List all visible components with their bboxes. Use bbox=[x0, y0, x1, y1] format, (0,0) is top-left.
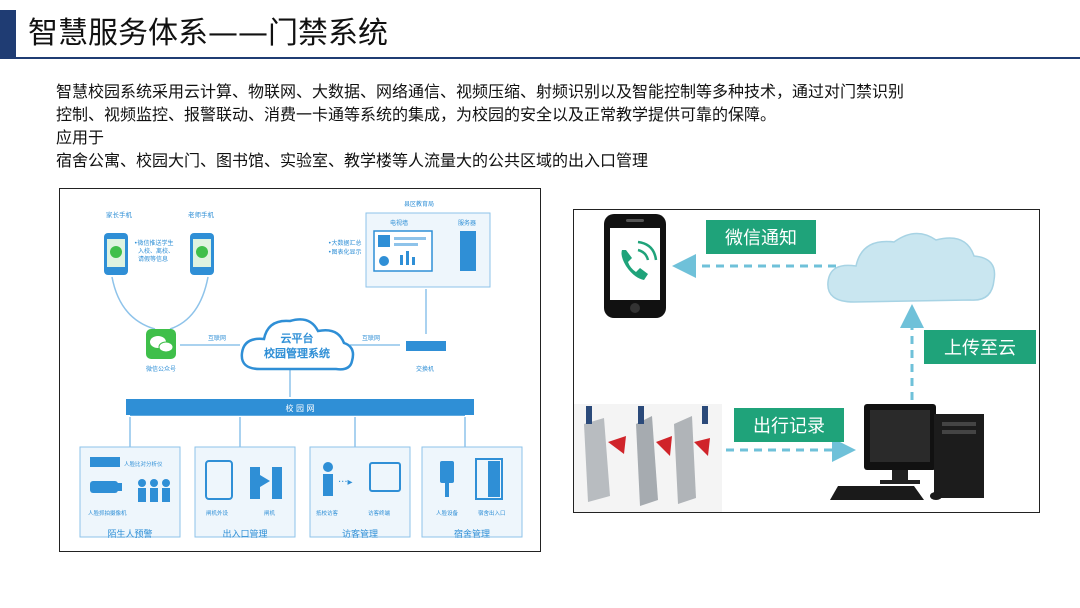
push-note: •微信推送学生 bbox=[134, 239, 174, 247]
smartphone-icon bbox=[604, 214, 666, 318]
push-note: 请假等信息 bbox=[138, 255, 168, 263]
tv-wall-icon bbox=[373, 230, 433, 272]
campus-network-bar bbox=[126, 399, 474, 415]
wechat-notify-tag bbox=[706, 220, 816, 254]
teacher-phone-label: 老师手机 bbox=[188, 210, 215, 219]
wechat-notify-label: 微信通知 bbox=[725, 228, 797, 249]
architecture-diagram: 家长手机 老师手机 •微信推送学生 入校、离校、 请假等信息 县区教育局 电视墙… bbox=[59, 188, 541, 552]
upload-cloud-tag bbox=[924, 330, 1036, 364]
intro-line: 控制、视频监控、报警联动、消费一卡通等系统的集成，为校园的安全以及正常教学提供可… bbox=[56, 105, 777, 124]
upload-cloud-label: 上传至云 bbox=[944, 338, 1016, 359]
gate-controller-label: 闸机外设 bbox=[206, 509, 229, 517]
section-caption: 出入口管理 bbox=[222, 528, 267, 540]
parent-phone-label: 家长手机 bbox=[106, 210, 133, 219]
intro-text: 智慧校园系统采用云计算、物联网、大数据、网络通信、视频压缩、射频识别以及智能控制… bbox=[56, 80, 1046, 172]
cloud-platform-shape bbox=[240, 318, 355, 371]
intro-line: 应用于 bbox=[56, 128, 105, 147]
intro-line: 宿舍公寓、校园大门、图书馆、实验室、教学楼等人流量大的公共区域的出入口管理 bbox=[56, 151, 649, 170]
campus-network-label: 校 园 网 bbox=[285, 403, 314, 413]
parent-phone-icon bbox=[104, 233, 128, 275]
cloud-label: 校园管理系统 bbox=[264, 346, 330, 360]
dots-arrow-icon: ···▸ bbox=[338, 477, 353, 488]
visitor-terminal-icon bbox=[369, 462, 401, 492]
tv-wall-label: 电视墙 bbox=[390, 219, 408, 227]
section-caption: 陌生人预警 bbox=[107, 528, 152, 540]
switch-icon bbox=[406, 341, 446, 351]
intro-line: 智慧校园系统采用云计算、物联网、大数据、网络通信、视频压缩、射频识别以及智能控制… bbox=[56, 82, 905, 101]
people-icon bbox=[138, 479, 170, 502]
gate-icon bbox=[250, 467, 282, 499]
flow-svg: 微信通知 上传至云 出行记录 bbox=[574, 214, 1036, 512]
internet-label: 互联网 bbox=[362, 334, 380, 342]
flow-diagram: 微信通知 上传至云 出行记录 bbox=[573, 209, 1040, 513]
gate-label: 闸机 bbox=[264, 509, 276, 517]
turnstile-gates-icon bbox=[574, 404, 722, 512]
visitor-terminal-label: 访客终端 bbox=[368, 509, 391, 517]
dorm-entrance-label: 宿舍出入口 bbox=[478, 509, 506, 517]
face-device-label: 人脸设备 bbox=[436, 509, 459, 517]
face-analyzer-label: 人脸比对分析仪 bbox=[124, 460, 163, 468]
face-camera-label: 人脸抓拍摄像机 bbox=[88, 509, 127, 517]
wechat-icon bbox=[146, 329, 176, 359]
internet-label: 互联网 bbox=[208, 334, 226, 342]
architecture-svg: 家长手机 老师手机 •微信推送学生 入校、离校、 请假等信息 县区教育局 电视墙… bbox=[79, 200, 523, 540]
title-accent-bar bbox=[0, 10, 16, 58]
section-caption: 访客管理 bbox=[342, 528, 378, 540]
gate-controller-icon bbox=[205, 460, 233, 500]
wechat-account-label: 微信公众号 bbox=[146, 365, 176, 373]
face-device-icon bbox=[440, 461, 454, 497]
push-note: 入校、离校、 bbox=[138, 247, 174, 255]
visitor-person-icon bbox=[323, 462, 333, 496]
bigdata-note: •大数据汇总 bbox=[328, 239, 362, 247]
section-caption: 宿舍管理 bbox=[454, 528, 490, 540]
desktop-computer-icon bbox=[830, 404, 984, 500]
camera-icon bbox=[90, 481, 122, 493]
server-icon bbox=[460, 231, 476, 271]
server-label: 服务器 bbox=[458, 219, 476, 227]
bigdata-note: •图表化显示 bbox=[328, 248, 362, 256]
visitor-label: 抵校访客 bbox=[316, 509, 339, 517]
title-divider bbox=[0, 57, 1080, 59]
teacher-phone-icon bbox=[190, 233, 214, 275]
bureau-label: 县区教育局 bbox=[404, 200, 434, 208]
connection-lines bbox=[111, 276, 466, 447]
face-analyzer-icon bbox=[90, 457, 120, 467]
access-record-label: 出行记录 bbox=[753, 416, 825, 437]
door-icon bbox=[475, 458, 503, 500]
slide-title: 智慧服务体系——门禁系统 bbox=[28, 16, 388, 51]
cloud-shape bbox=[827, 232, 996, 303]
cloud-label: 云平台 bbox=[281, 331, 314, 345]
call-icon bbox=[621, 240, 658, 280]
module-dorm bbox=[421, 446, 523, 538]
access-record-tag bbox=[734, 408, 844, 442]
switch-label: 交换机 bbox=[416, 365, 434, 373]
